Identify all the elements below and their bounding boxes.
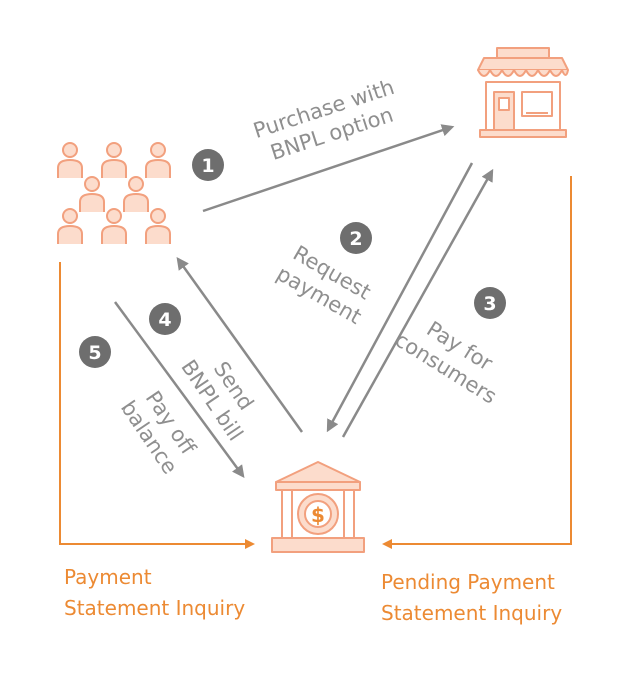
step-badge-4: 4 bbox=[149, 303, 181, 335]
arrow-purchase bbox=[202, 124, 455, 213]
arrow-payment-inquiry bbox=[59, 262, 255, 549]
svg-text:$: $ bbox=[311, 503, 325, 527]
arrow-request-payment bbox=[326, 162, 474, 433]
svg-text:2: 2 bbox=[349, 228, 362, 250]
arrow-send-bill bbox=[176, 256, 304, 433]
arrow-pending-inquiry bbox=[382, 176, 572, 549]
svg-text:Pending Payment: Pending Payment bbox=[381, 570, 555, 594]
step-badge-2: 2 bbox=[340, 222, 372, 254]
svg-text:3: 3 bbox=[483, 293, 496, 315]
step-badge-3: 3 bbox=[474, 287, 506, 319]
svg-text:Payment: Payment bbox=[64, 565, 152, 589]
step-label-1: Purchase with BNPL option bbox=[250, 75, 397, 165]
step-label-5: Pay off balance bbox=[116, 387, 201, 479]
step-badge-1: 1 bbox=[192, 149, 224, 181]
svg-text:Statement Inquiry: Statement Inquiry bbox=[64, 596, 245, 620]
arrow-pay-for-consumers bbox=[341, 168, 494, 438]
arrow-pay-off-balance bbox=[113, 301, 245, 479]
step-badge-5: 5 bbox=[79, 336, 111, 368]
svg-text:5: 5 bbox=[88, 342, 101, 364]
storefront-icon bbox=[477, 47, 569, 138]
svg-text:Statement Inquiry: Statement Inquiry bbox=[381, 601, 562, 625]
svg-text:1: 1 bbox=[201, 155, 214, 177]
people-group-icon bbox=[57, 142, 171, 244]
pending-inquiry-label: Pending Payment Statement Inquiry bbox=[381, 570, 562, 625]
svg-text:4: 4 bbox=[158, 309, 171, 331]
payment-inquiry-label: Payment Statement Inquiry bbox=[64, 565, 245, 620]
bank-dollar-icon: $ bbox=[271, 461, 365, 553]
